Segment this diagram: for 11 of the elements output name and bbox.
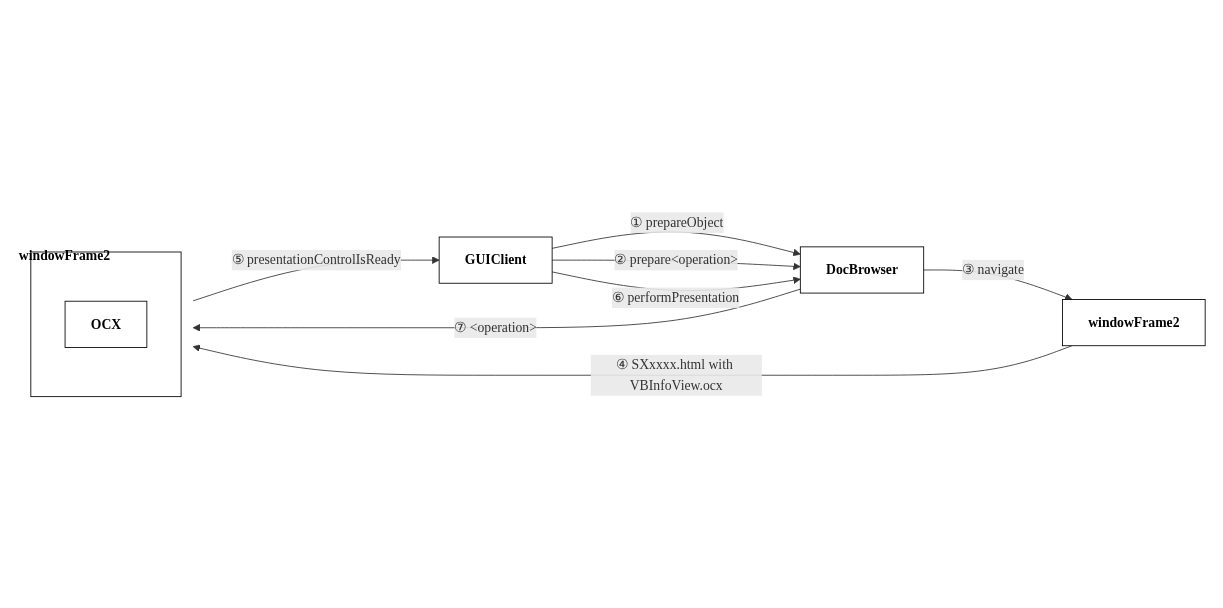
edge-label: ⑥ performPresentation [611, 289, 739, 304]
edge-label: ② prepare<operation> [613, 251, 738, 267]
edge-label: ④ SXxxxx.html with VBInfoView.ocx [615, 356, 733, 392]
edge-label: ⑤ presentationControlIsReady [231, 251, 401, 267]
edge-label: ③ navigate [961, 261, 1024, 277]
edge-label: ① prepareObject [629, 214, 723, 229]
node-box: OCX [64, 300, 147, 348]
node-box: GUIClient [438, 236, 553, 284]
node-box: windowFrame2 [1061, 298, 1206, 346]
edge-label: ⑦ <operation> [453, 319, 537, 335]
node-box: DocBrowser [799, 245, 924, 293]
